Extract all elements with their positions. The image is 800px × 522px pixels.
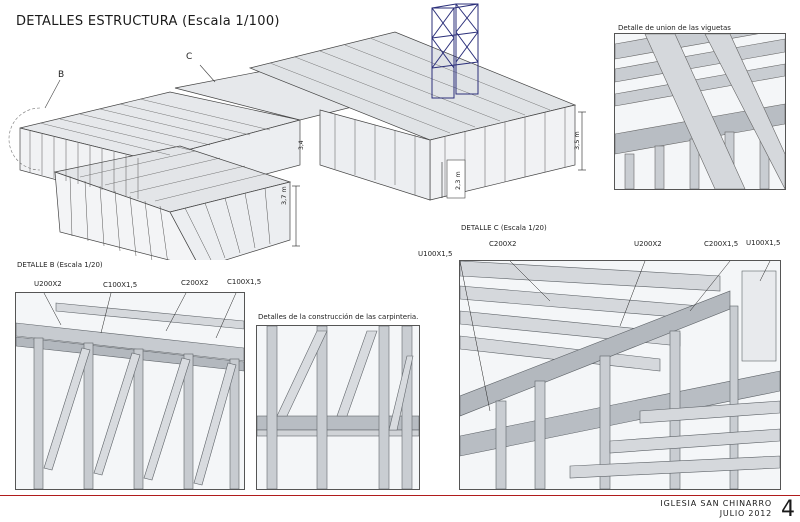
detail-union-panel [614,33,786,190]
detail-union-title: Detalle de union de las viguetas [618,24,731,32]
overview-structure-drawing [0,0,600,269]
page-number: 4 [781,497,795,522]
detail-c-label-2: C200X2 [489,240,517,248]
detail-c-label-4: C200X1,5 [704,240,739,248]
detail-b-panel [15,292,245,490]
footer-divider [0,495,800,496]
dimension-right-label: 3,5 m [573,131,581,150]
detail-c-title: DETALLE C (Escala 1/20) [461,224,547,232]
detail-b-title: DETALLE B (Escala 1/20) [17,261,103,269]
dimension-left-label: 3,7 m [280,186,288,205]
detail-b-label-2: C100X1,5 [103,281,138,289]
detail-c-panel [459,260,781,490]
footer-project: IGLESIA SAN CHINARRO [660,499,772,508]
detail-b-label-4: C100X1,5 [227,278,262,286]
callout-c-label: C [186,52,193,62]
footer-date: JULIO 2012 [719,509,772,518]
detail-carpinteria-panel [256,325,420,490]
detail-b-label-1: U200X2 [34,280,62,288]
detail-carpinteria-title: Detalles de la construcción de las carpi… [258,313,419,321]
detail-c-label-3: U200X2 [634,240,662,248]
main-title: DETALLES ESTRUCTURA (Escala 1/100) [16,14,280,29]
dimension-mid1-label: 3,4 [298,140,305,150]
detail-b-label-3: C200X2 [181,279,209,287]
dimension-mid2-label: 2,3 m [454,171,462,190]
callout-b-label: B [58,70,65,80]
detail-c-label-5: U100X1,5 [746,239,781,247]
detail-c-label-1: U100X1,5 [418,250,453,258]
